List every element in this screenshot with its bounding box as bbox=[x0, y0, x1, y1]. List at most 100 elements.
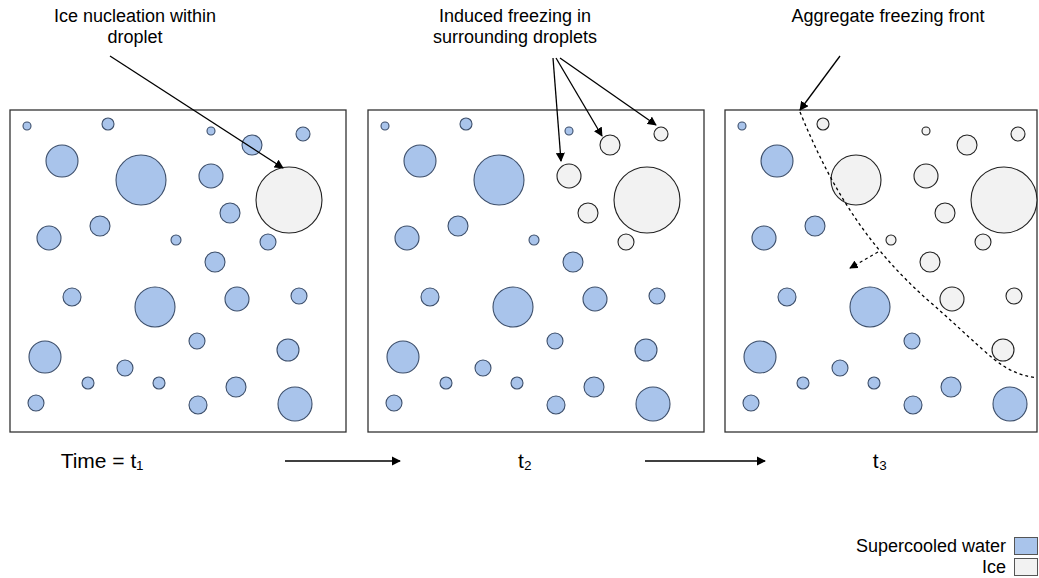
droplet bbox=[102, 118, 114, 130]
droplet bbox=[23, 122, 31, 130]
droplet bbox=[46, 145, 78, 177]
droplet bbox=[557, 164, 581, 188]
droplet bbox=[547, 396, 565, 414]
droplet bbox=[940, 287, 964, 311]
droplet bbox=[205, 252, 225, 272]
droplet bbox=[171, 235, 181, 245]
front-direction-arrow bbox=[850, 252, 878, 268]
legend-swatch bbox=[1014, 558, 1038, 576]
callout-label: Ice nucleation within droplet bbox=[35, 6, 235, 48]
droplet bbox=[440, 377, 452, 389]
droplet bbox=[761, 145, 793, 177]
time-label: t₃ bbox=[873, 449, 887, 473]
droplet bbox=[649, 288, 665, 304]
droplet bbox=[922, 127, 930, 135]
droplet bbox=[618, 234, 634, 250]
droplet bbox=[744, 341, 776, 373]
droplet bbox=[957, 135, 977, 155]
droplet bbox=[225, 287, 249, 311]
droplet bbox=[277, 339, 299, 361]
droplet bbox=[831, 155, 881, 205]
droplet bbox=[600, 135, 620, 155]
droplet bbox=[296, 127, 310, 141]
droplet bbox=[565, 127, 573, 135]
droplet bbox=[614, 167, 680, 233]
droplet bbox=[971, 167, 1037, 233]
droplet bbox=[448, 216, 468, 236]
droplet-panel bbox=[368, 110, 704, 432]
droplet bbox=[256, 167, 322, 233]
leader-arrow bbox=[645, 460, 765, 461]
droplet-panel bbox=[10, 110, 346, 432]
droplet bbox=[583, 287, 607, 311]
droplet bbox=[381, 122, 389, 130]
leader-arrow bbox=[553, 58, 561, 161]
leader-arrow bbox=[800, 56, 840, 110]
time-label: Time = t₁ bbox=[61, 449, 144, 473]
droplet bbox=[387, 341, 419, 373]
droplet bbox=[475, 360, 491, 376]
droplet bbox=[636, 387, 670, 421]
panel-frame bbox=[368, 110, 704, 432]
droplet bbox=[1006, 288, 1022, 304]
callout-label: Aggregate freezing front bbox=[788, 6, 988, 27]
droplet bbox=[584, 377, 604, 397]
droplet bbox=[738, 122, 746, 130]
droplet bbox=[90, 216, 110, 236]
droplet bbox=[63, 288, 81, 306]
droplet bbox=[752, 226, 776, 250]
legend-label: Supercooled water bbox=[856, 536, 1006, 556]
droplet bbox=[941, 377, 961, 397]
droplet bbox=[832, 360, 848, 376]
droplet bbox=[404, 145, 436, 177]
legend-swatch bbox=[1014, 537, 1038, 555]
droplet bbox=[474, 155, 524, 205]
droplet bbox=[904, 333, 920, 349]
droplet bbox=[920, 252, 940, 272]
droplet bbox=[654, 127, 668, 141]
droplet bbox=[992, 339, 1014, 361]
droplet bbox=[291, 288, 307, 304]
droplet bbox=[578, 203, 598, 223]
droplet bbox=[778, 288, 796, 306]
droplet bbox=[563, 252, 583, 272]
droplet bbox=[116, 155, 166, 205]
droplet bbox=[37, 226, 61, 250]
freezing-front bbox=[800, 112, 1037, 378]
droplet bbox=[135, 287, 175, 327]
droplet bbox=[547, 333, 563, 349]
droplet bbox=[904, 396, 922, 414]
droplet bbox=[868, 377, 880, 389]
panel-frame bbox=[725, 110, 1037, 432]
legend-label: Ice bbox=[982, 557, 1006, 577]
droplet bbox=[975, 234, 991, 250]
droplet bbox=[199, 164, 223, 188]
droplet bbox=[935, 203, 955, 223]
leader-arrow bbox=[285, 460, 400, 461]
droplet bbox=[386, 395, 402, 411]
droplet bbox=[743, 395, 759, 411]
droplet bbox=[189, 333, 205, 349]
droplet bbox=[797, 377, 809, 389]
droplet bbox=[421, 288, 439, 306]
droplet bbox=[260, 234, 276, 250]
droplet bbox=[117, 360, 133, 376]
droplet bbox=[493, 287, 533, 327]
droplet bbox=[226, 377, 246, 397]
time-label: t₂ bbox=[518, 449, 532, 473]
callout-label: Induced freezing in surrounding droplets bbox=[410, 6, 620, 48]
leader-arrow bbox=[560, 58, 656, 125]
leader-arrow bbox=[110, 56, 283, 168]
droplet bbox=[207, 127, 215, 135]
droplet bbox=[153, 377, 165, 389]
panel-frame bbox=[10, 110, 346, 432]
droplet bbox=[805, 216, 825, 236]
droplet bbox=[278, 387, 312, 421]
leader-arrow bbox=[556, 58, 602, 136]
droplet bbox=[993, 387, 1027, 421]
droplet bbox=[220, 203, 240, 223]
droplet bbox=[395, 226, 419, 250]
droplet bbox=[28, 395, 44, 411]
droplet bbox=[886, 235, 896, 245]
droplet bbox=[511, 377, 523, 389]
